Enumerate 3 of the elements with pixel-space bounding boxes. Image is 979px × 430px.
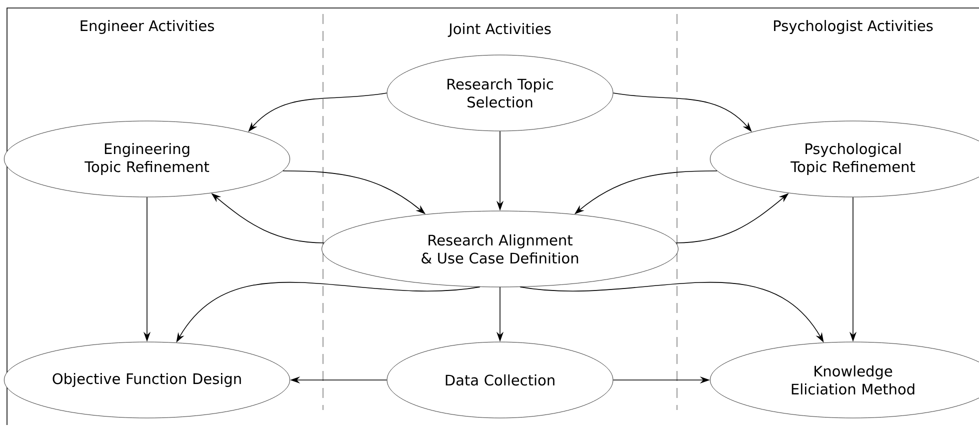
lane-heading: Joint Activities — [448, 23, 551, 37]
lane-heading: Engineer Activities — [80, 20, 214, 34]
lane-heading: Psychologist Activities — [774, 20, 933, 34]
